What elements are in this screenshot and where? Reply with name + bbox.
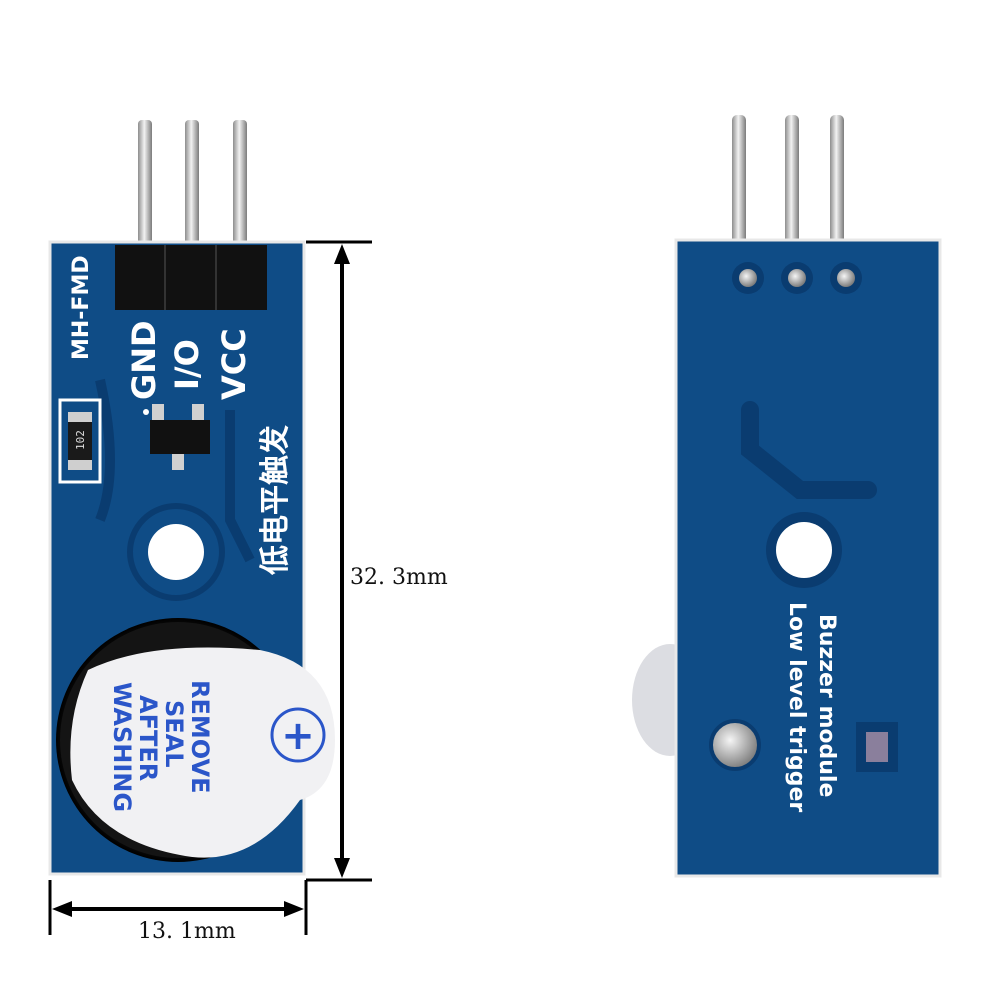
svg-text:WASHING: WASHING: [108, 682, 136, 812]
back-title-line2: Low level trigger: [784, 602, 809, 812]
seal-text: REMOVE SEAL AFTER WASHING: [108, 680, 214, 812]
front-header-housing: [115, 245, 267, 310]
front-mounting-hole: [127, 503, 225, 601]
pin-label-vcc: VCC: [215, 328, 253, 400]
pin-label-io: I/O: [168, 339, 206, 390]
back-header-pins: [732, 115, 844, 245]
smd-resistor: 102: [58, 398, 102, 484]
front-header-pins: [138, 120, 247, 270]
back-title-line1: Buzzer module: [814, 614, 839, 797]
back-solder-pads: [732, 262, 862, 294]
svg-text:SEAL: SEAL: [160, 700, 188, 768]
height-dimension-label: 32. 3mm: [350, 565, 448, 590]
svg-text:AFTER: AFTER: [134, 695, 162, 781]
height-dimension: 32. 3mm: [306, 240, 448, 882]
width-dimension-label: 13. 1mm: [138, 919, 236, 944]
pin-label-gnd: GND: [125, 320, 163, 400]
back-buzzer-pad: [709, 719, 761, 771]
width-dimension: 13. 1mm: [48, 880, 308, 944]
smd-transistor: [143, 404, 210, 470]
svg-text:REMOVE: REMOVE: [186, 680, 214, 793]
svg-text:+: +: [281, 713, 315, 759]
chinese-trigger-label: 低电平触发: [258, 425, 293, 576]
positive-terminal-icon: +: [270, 707, 326, 763]
buzzer: REMOVE SEAL AFTER WASHING +: [56, 618, 335, 862]
back-board: Buzzer module Low level trigger: [632, 115, 942, 878]
resistor-code: 102: [74, 430, 87, 450]
model-label: MH-FMD: [69, 255, 94, 360]
front-board: MH-FMD GND I/O VCC 102 低电平触发: [48, 120, 335, 876]
